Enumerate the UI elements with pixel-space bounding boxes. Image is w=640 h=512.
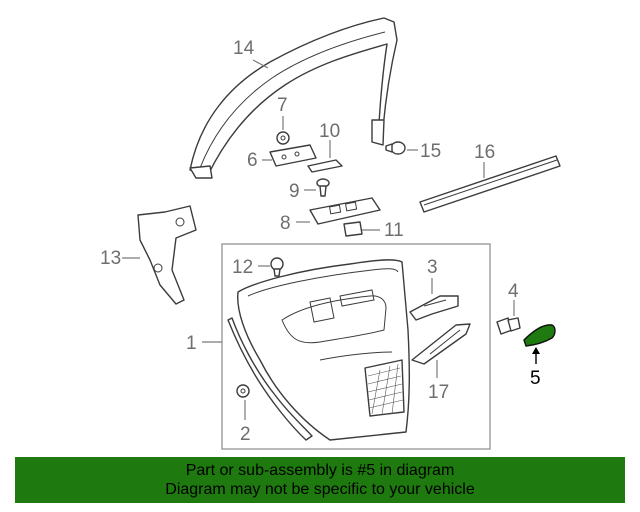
part-14-window-frame[interactable] [189, 17, 398, 179]
part-2-clip[interactable] [236, 384, 250, 398]
part-9-screw[interactable] [316, 178, 330, 197]
callout-11: 11 [384, 220, 404, 241]
callout-5: 5 [530, 368, 541, 389]
part-3-door-handle[interactable] [409, 295, 459, 321]
callout-8: 8 [280, 213, 291, 234]
callout-9: 9 [289, 181, 300, 202]
callout-7: 7 [277, 95, 288, 116]
callout-17: 17 [428, 382, 449, 403]
callout-6: 6 [247, 150, 258, 171]
part-13-reinforcement[interactable] [137, 205, 197, 305]
assembly-box [221, 243, 491, 450]
callout-15: 15 [420, 141, 441, 162]
footer-line-2: Diagram may not be specific to your vehi… [165, 481, 475, 498]
part-8-window-switch[interactable] [309, 197, 381, 225]
callout-1: 1 [186, 333, 197, 354]
part-7-clip[interactable] [276, 131, 290, 145]
footer-banner: Part or sub-assembly is #5 in diagram Di… [15, 457, 625, 503]
callout-13: 13 [100, 248, 121, 269]
part-15-push-pin[interactable] [385, 141, 406, 155]
callout-16: 16 [474, 142, 495, 163]
part-5-cover[interactable] [523, 324, 556, 347]
callout-4: 4 [508, 281, 519, 302]
callout-3: 3 [427, 257, 438, 278]
footer-line-1: Part or sub-assembly is #5 in diagram [185, 462, 455, 479]
callout-2: 2 [240, 424, 251, 445]
part-16-belt-molding[interactable] [419, 155, 561, 213]
callout-10: 10 [319, 121, 340, 142]
part-1-door-trim-panel[interactable] [227, 259, 410, 441]
parts-diagram: 14 7 6 10 15 16 9 8 [100, 17, 561, 450]
part-10-trim-piece[interactable] [307, 159, 343, 173]
callout-14: 14 [233, 38, 255, 59]
part-12-clip[interactable] [270, 257, 284, 277]
part-6-bracket[interactable] [269, 144, 317, 167]
part-17-pull-handle[interactable] [411, 323, 471, 365]
part-4-bolt[interactable] [496, 317, 521, 335]
callout-12: 12 [232, 257, 253, 278]
part-11-connector[interactable] [343, 221, 363, 237]
